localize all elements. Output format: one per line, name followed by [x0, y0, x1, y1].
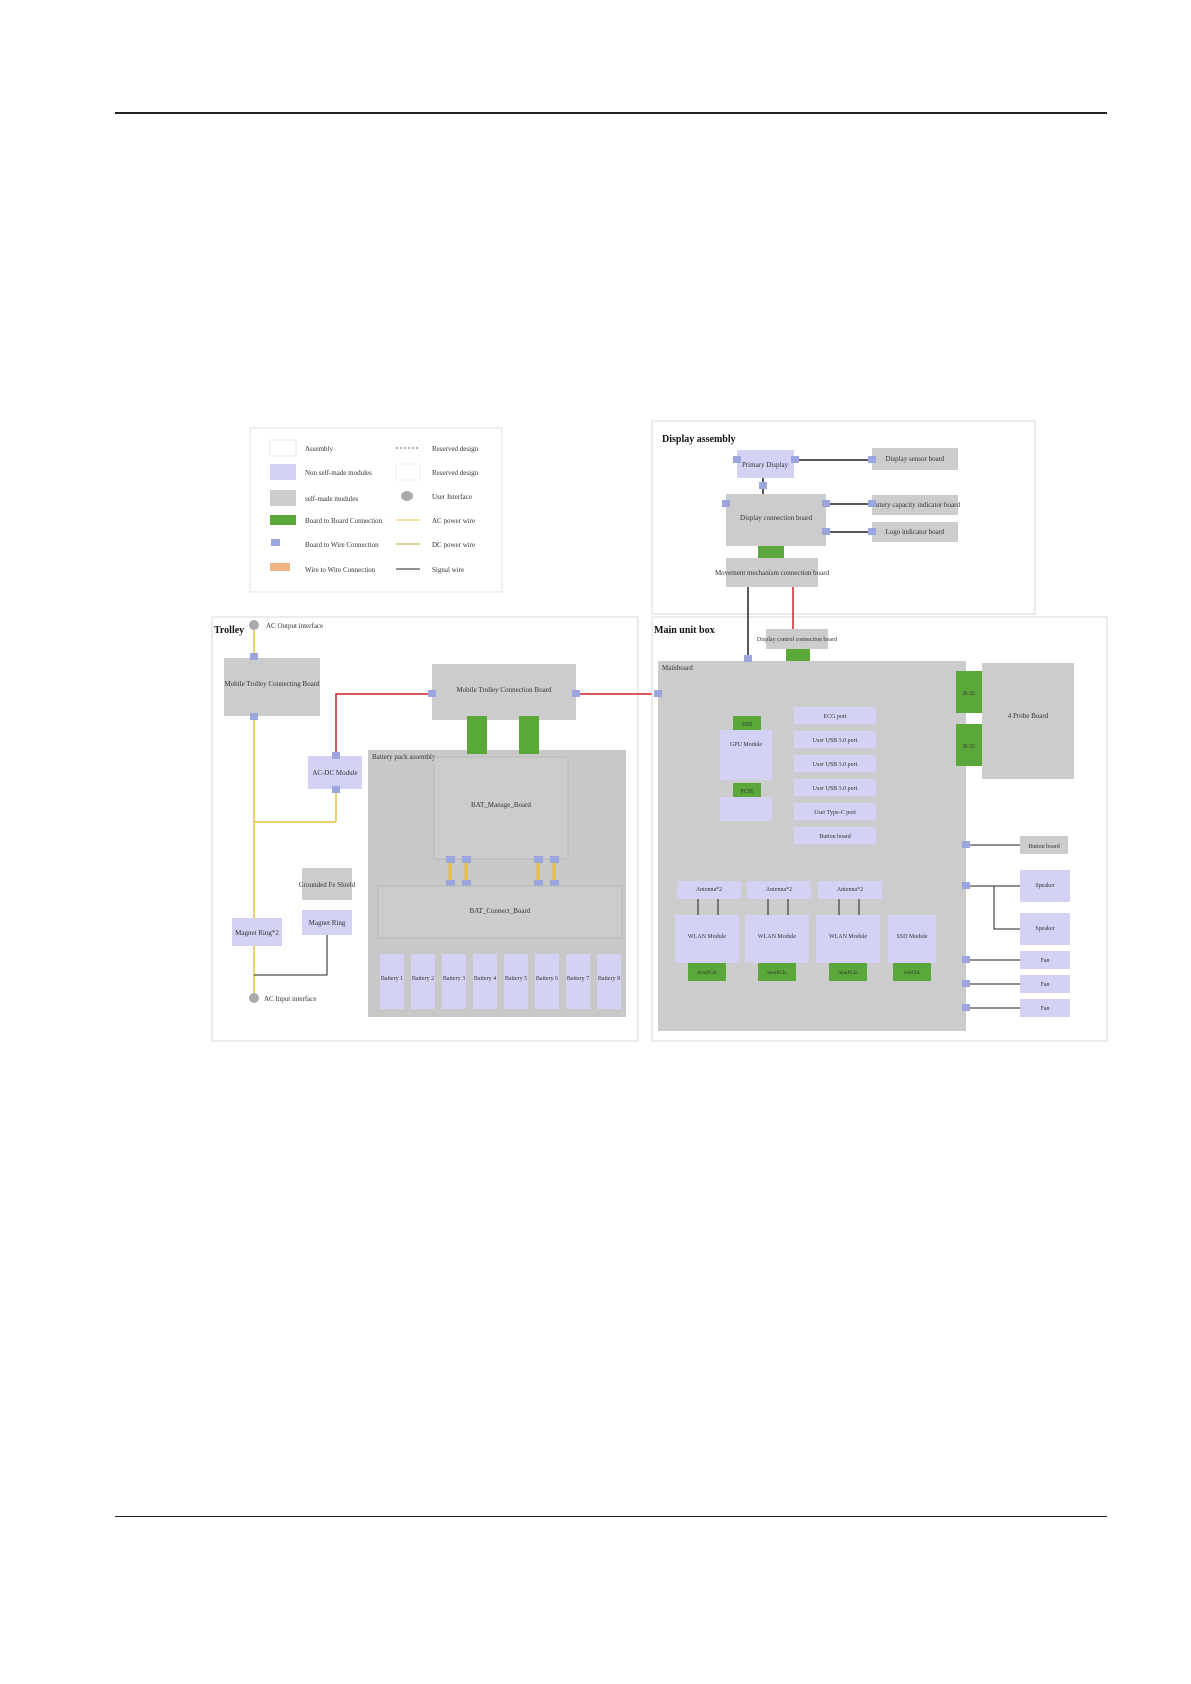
pcie-label: PCIE — [740, 789, 753, 795]
display-assembly-group: Display assembly Primary Display Display… — [651, 420, 1036, 615]
battery-pack-label: Battery pack assembly — [372, 753, 436, 761]
trolley-group: Trolley AC Output interface Mobile Troll… — [211, 616, 662, 1042]
battery-label: Battery 5 — [505, 976, 527, 982]
speakers-fans: Speaker Speaker Fan Fan Fan — [962, 870, 1070, 1017]
legend-label: Board to Board Connection — [305, 517, 383, 525]
fan-label: Fan — [1041, 982, 1050, 988]
ac-output-label: AC Output interface — [266, 622, 323, 630]
battery-row: Battery 1 Battery 2 Battery 3 Battery 4 … — [380, 954, 621, 1009]
magnet-ring-2-label: Magnet Ring*2 — [235, 929, 279, 937]
legend-label: Board to Wire Connection — [305, 541, 379, 549]
movement-board-label: Movement mechanism connection board — [715, 569, 830, 577]
port-label: User Type-C port — [814, 810, 856, 816]
port-label: ECG port — [823, 714, 846, 720]
wlan-module-label: WLAN Module — [688, 934, 726, 940]
header-rule — [115, 112, 1107, 114]
legend-label: Non self-made modules — [305, 469, 372, 477]
bat-manage-label: BAT_Manage_Board — [471, 801, 531, 809]
legend-label: Reserved design — [432, 445, 479, 453]
b32-label: B-32 — [963, 744, 975, 750]
display-sensor-label: Display sensor board — [885, 455, 945, 463]
speaker-label: Speaker — [1035, 883, 1054, 889]
battery-label: Battery 1 — [381, 976, 403, 982]
connector-label: mSATA — [904, 971, 920, 976]
interface-board-label: Display control connection board — [757, 637, 837, 643]
display-assembly-title: Display assembly — [662, 434, 736, 445]
connector-label: miniPCIe — [697, 971, 717, 976]
legend: Assembly Non self-made modules self-made… — [249, 427, 503, 593]
wlan-module-label: WLAN Module — [758, 934, 796, 940]
display-conn-label: Display connection board — [740, 514, 812, 522]
antenna-label: Antenna*2 — [766, 887, 792, 893]
button-board-label: Button board — [1028, 844, 1060, 850]
battery-label: Battery 8 — [598, 976, 620, 982]
connector-label: miniPCIe — [838, 971, 858, 976]
antenna-row: Antenna*2 Antenna*2 Antenna*2 — [677, 881, 882, 915]
b32-label: B-32 — [963, 691, 975, 697]
battery-label: Battery 4 — [474, 976, 496, 982]
connector-label: miniPCIe — [767, 971, 787, 976]
main-unit-title: Main unit box — [654, 625, 715, 636]
magnet-ring-label: Magnet Ring — [309, 919, 346, 927]
legend-label: AC power wire — [432, 517, 475, 525]
primary-display-label: Primary Display — [742, 461, 789, 469]
battery-label: Battery 7 — [567, 976, 589, 982]
ssd-module-label: SSD Module — [896, 934, 928, 940]
legend-label: Signal wire — [432, 566, 464, 574]
main-unit-group: Main unit box Display control connection… — [651, 587, 1108, 1042]
acdc-module-label: AC-DC Module — [312, 769, 357, 777]
fan-label: Fan — [1041, 1006, 1050, 1012]
port-label: Button board — [819, 834, 851, 840]
battery-indicator-label: Battery capacity indicator board — [870, 501, 960, 509]
gpu-module-label: GPU Module — [730, 742, 763, 748]
ssd-label: SSD — [741, 722, 753, 728]
trolley-title: Trolley — [214, 625, 244, 636]
port-label: User USB 3.0 port — [813, 786, 858, 792]
bat-connect-label: BAT_Connect_Board — [470, 907, 531, 915]
mainboard-label: Mainboard — [662, 664, 693, 672]
grounded-shield-label: Grounded Fe Shield — [299, 881, 356, 889]
battery-label: Battery 3 — [443, 976, 465, 982]
wlan-module-label: WLAN Module — [829, 934, 867, 940]
logo-indicator-label: Logo indicator board — [885, 528, 945, 536]
antenna-label: Antenna*2 — [837, 887, 863, 893]
battery-label: Battery 6 — [536, 976, 558, 982]
port-label: User USB 3.0 port — [813, 762, 858, 768]
antenna-label: Antenna*2 — [696, 887, 722, 893]
connector-board-label: Mobile Trolley Connection Board — [456, 686, 552, 694]
legend-label: Wire to Wire Connection — [305, 566, 376, 574]
port-label: User USB 3.0 port — [813, 738, 858, 744]
battery-label: Battery 2 — [412, 976, 434, 982]
wlan-row: WLAN Module WLAN Module WLAN Module SSD … — [675, 915, 936, 981]
legend-label: Assembly — [305, 445, 334, 453]
legend-label: DC power wire — [432, 541, 475, 549]
port-list: ECG port User USB 3.0 port User USB 3.0 … — [794, 707, 876, 844]
footer-rule — [115, 1516, 1107, 1517]
trolley-connecting-board-label: Mobile Trolley Connecting Board — [224, 680, 320, 688]
fan-label: Fan — [1041, 958, 1050, 964]
legend-label: self-made modules — [305, 495, 358, 503]
legend-label: User Interface — [432, 493, 472, 501]
ac-input-label: AC Input interface — [264, 995, 316, 1003]
probe-board-label: 4 Probe Board — [1008, 712, 1049, 720]
legend-label: Reserved design — [432, 469, 479, 477]
speaker-label: Speaker — [1035, 926, 1054, 932]
